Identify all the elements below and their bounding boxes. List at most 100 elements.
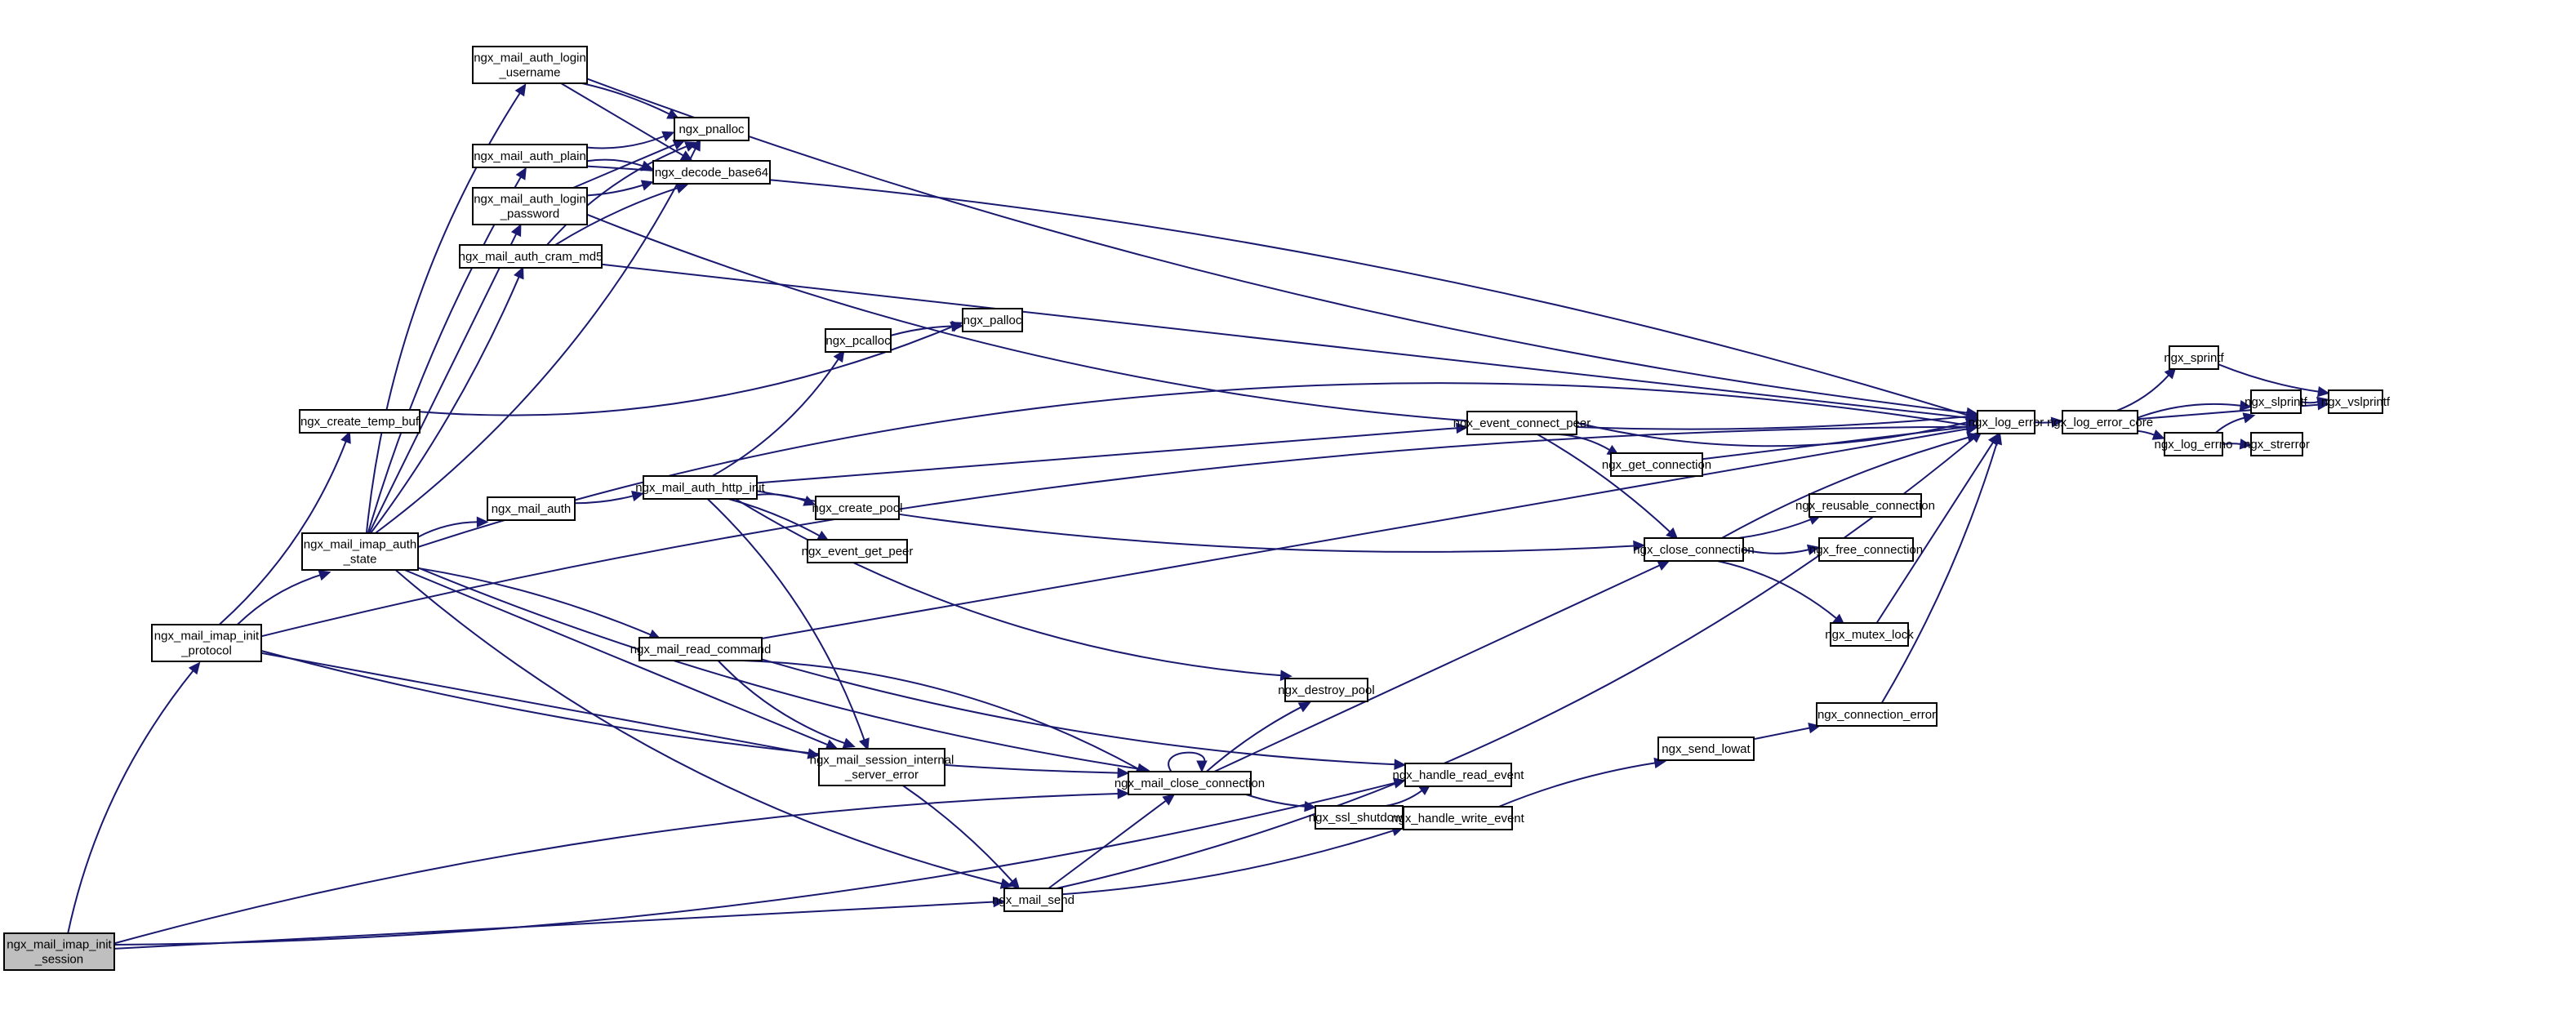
node-ssl-shutdown[interactable]: ngx_ssl_shutdown — [1309, 805, 1409, 830]
node-box[interactable] — [962, 308, 1023, 332]
node-auth-plain[interactable]: ngx_mail_auth_plain — [472, 144, 588, 168]
node-pnalloc[interactable]: ngx_pnalloc — [674, 117, 750, 141]
node-palloc[interactable]: ngx_palloc — [962, 308, 1023, 332]
edge-line — [260, 652, 810, 755]
edge-line — [1702, 425, 1969, 461]
edge-line — [712, 358, 840, 477]
node-read-command[interactable]: ngx_mail_read_command — [630, 637, 772, 661]
node-mail-auth[interactable]: ngx_mail_auth — [487, 496, 576, 521]
node-box[interactable] — [807, 539, 908, 563]
arrowhead-icon — [515, 167, 527, 180]
edge-line — [367, 176, 523, 534]
node-pcalloc[interactable]: ngx_pcalloc — [825, 328, 892, 353]
node-label: ngx_mutex_lock — [1825, 628, 1914, 642]
node-init-protocol[interactable]: ngx_mail_imap_init_protocol — [151, 624, 262, 662]
node-close-mail-conn[interactable]: ngx_mail_close_connection — [1114, 771, 1265, 795]
edge-read_command-to-internal_error — [717, 660, 856, 749]
node-create-pool[interactable]: ngx_create_pool — [812, 496, 903, 520]
node-box[interactable] — [1830, 622, 1909, 647]
node-box[interactable] — [472, 144, 588, 168]
node-box[interactable] — [301, 532, 419, 571]
edge-line — [417, 567, 1140, 770]
node-box[interactable] — [818, 748, 945, 786]
node-get-connection[interactable]: ngx_get_connection — [1602, 452, 1711, 477]
node-init-session[interactable]: ngx_mail_imap_init_session — [3, 932, 115, 971]
node-box[interactable] — [2062, 410, 2138, 434]
node-box[interactable] — [299, 409, 420, 434]
edge-line — [113, 781, 1396, 946]
node-box[interactable] — [1644, 537, 1744, 562]
node-box[interactable] — [1315, 805, 1404, 830]
node-sprintf[interactable]: ngx_sprintf — [2164, 345, 2225, 370]
node-vslprintf[interactable]: ngx_vslprintf — [2321, 389, 2391, 414]
node-strerror[interactable]: ngx_strerror — [2244, 432, 2310, 456]
node-connection-error[interactable]: ngx_connection_error — [1816, 702, 1938, 727]
node-label: ngx_slprintf — [2245, 395, 2308, 409]
node-box[interactable] — [1657, 737, 1755, 761]
node-event-get-peer[interactable]: ngx_event_get_peer — [802, 539, 914, 563]
node-log-errno[interactable]: ngx_log_errno — [2155, 432, 2233, 456]
edge-close_connection-to-free_connection — [1742, 544, 1820, 555]
node-box[interactable] — [487, 496, 576, 521]
node-internal-error[interactable]: ngx_mail_session_internal_server_error — [810, 748, 954, 786]
node-box[interactable] — [1403, 806, 1513, 830]
node-box[interactable] — [1816, 702, 1938, 727]
edge-line — [717, 660, 846, 745]
node-login-password[interactable]: ngx_mail_auth_login_password — [472, 187, 588, 225]
node-log-error-core[interactable]: ngx_log_error_core — [2047, 410, 2153, 434]
node-slprintf[interactable]: ngx_slprintf — [2245, 389, 2308, 414]
node-handle-write[interactable]: ngx_handle_write_event — [1391, 806, 1525, 830]
edge-line — [370, 276, 520, 534]
node-destroy-pool[interactable]: ngx_destroy_pool — [1278, 678, 1375, 702]
node-close-connection[interactable]: ngx_close_connection — [1633, 537, 1755, 562]
node-box[interactable] — [3, 932, 115, 971]
node-box[interactable] — [1404, 763, 1512, 787]
node-box[interactable] — [2250, 389, 2302, 414]
node-login-username[interactable]: ngx_mail_auth_login_username — [472, 46, 588, 84]
node-free-connection[interactable]: ngx_free_connection — [1809, 537, 1923, 562]
node-send-lowat[interactable]: ngx_send_lowat — [1657, 737, 1755, 761]
node-mail-send[interactable]: ngx_mail_send — [992, 888, 1074, 912]
edge-line — [417, 521, 478, 538]
node-handle-read[interactable]: ngx_handle_read_event — [1393, 763, 1525, 787]
node-label: ngx_mail_auth — [492, 502, 572, 516]
node-label: ngx_mail_read_command — [630, 643, 772, 656]
arrowhead-icon — [951, 320, 964, 332]
node-box[interactable] — [1284, 678, 1368, 702]
node-box[interactable] — [2169, 345, 2219, 370]
node-box[interactable] — [472, 187, 588, 225]
node-mutex-lock[interactable]: ngx_mutex_lock — [1825, 622, 1914, 647]
node-box[interactable] — [1466, 411, 1577, 435]
node-box[interactable] — [1818, 537, 1914, 562]
node-reusable-connection[interactable]: ngx_reusable_connection — [1795, 493, 1935, 518]
arrowhead-icon — [476, 516, 489, 528]
node-box[interactable] — [638, 637, 763, 661]
node-label: ngx_vslprintf — [2321, 395, 2391, 409]
node-box[interactable] — [472, 46, 588, 84]
node-box[interactable] — [674, 117, 750, 141]
edge-line — [735, 498, 1282, 677]
node-auth-http-init[interactable]: ngx_mail_auth_http_init — [635, 475, 766, 500]
node-box[interactable] — [2328, 389, 2383, 414]
node-box[interactable] — [1977, 410, 2035, 434]
node-cram-md5[interactable]: ngx_mail_auth_cram_md5 — [459, 244, 603, 269]
node-log-error[interactable]: ngx_log_error — [1969, 410, 2044, 434]
node-label: ngx_create_pool — [812, 501, 903, 515]
node-box[interactable] — [815, 496, 900, 520]
node-box[interactable] — [825, 328, 892, 353]
node-box[interactable] — [1610, 452, 1703, 477]
node-box[interactable] — [459, 244, 603, 269]
node-box[interactable] — [151, 624, 262, 662]
node-event-connect-peer[interactable]: ngx_event_connect_peer — [1453, 411, 1591, 435]
node-create-temp-buf[interactable]: ngx_create_temp_buf — [299, 409, 420, 434]
node-decode-base64[interactable]: ngx_decode_base64 — [652, 160, 771, 185]
node-box[interactable] — [1003, 888, 1063, 912]
node-box[interactable] — [2250, 432, 2303, 456]
node-box[interactable] — [1809, 493, 1922, 518]
node-box[interactable] — [1128, 771, 1252, 795]
edge-line — [586, 184, 644, 197]
node-box[interactable] — [652, 160, 771, 185]
node-box[interactable] — [643, 475, 758, 500]
node-auth-state[interactable]: ngx_mail_imap_auth_state — [301, 532, 419, 571]
node-box[interactable] — [2164, 432, 2223, 456]
